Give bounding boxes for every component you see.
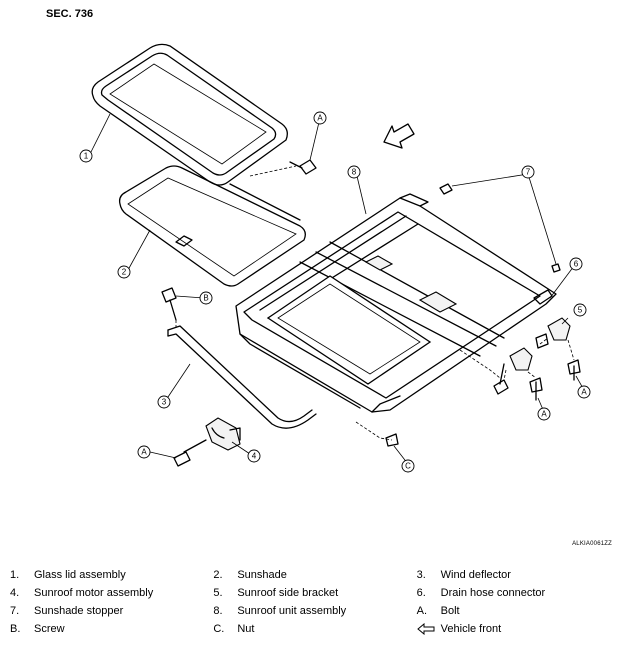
legend-item: 7. Sunshade stopper bbox=[10, 605, 213, 617]
legend-key: A. bbox=[416, 605, 428, 617]
svg-text:A: A bbox=[141, 448, 147, 457]
svg-text:2: 2 bbox=[122, 268, 127, 277]
svg-text:1: 1 bbox=[84, 152, 89, 161]
drain-hose-connector bbox=[533, 289, 553, 305]
legend-key: C. bbox=[213, 623, 225, 635]
legend-item: 8. Sunroof unit assembly bbox=[213, 605, 416, 617]
callout-c: C bbox=[401, 459, 415, 473]
callout-3: 3 bbox=[157, 395, 171, 409]
legend-row: B. Screw C. Nut Vehicle front bbox=[10, 620, 620, 638]
legend-desc: Sunshade bbox=[237, 569, 287, 581]
svg-text:A: A bbox=[317, 114, 323, 123]
arrow-left-icon bbox=[416, 623, 441, 635]
svg-text:4: 4 bbox=[252, 452, 257, 461]
svg-text:B: B bbox=[203, 294, 208, 303]
callout-5: 5 bbox=[573, 303, 587, 317]
legend-desc: Wind deflector bbox=[440, 569, 511, 581]
legend-key: 6. bbox=[416, 587, 426, 599]
legend-row: 1. Glass lid assembly 2. Sunshade 3. Wind d… bbox=[10, 566, 620, 584]
legend-key: 3. bbox=[416, 569, 426, 581]
legend-item: 4. Sunroof motor assembly bbox=[10, 587, 213, 599]
sunroof-unit-assembly bbox=[235, 193, 557, 441]
callout-8: 8 bbox=[347, 165, 361, 179]
fasteners bbox=[161, 159, 581, 447]
legend-desc: Sunroof side bracket bbox=[237, 587, 339, 599]
legend-key: 1. bbox=[10, 569, 20, 581]
legend-item: Vehicle front bbox=[416, 623, 620, 635]
legend-item: 6. Drain hose connector bbox=[417, 587, 620, 599]
svg-text:A: A bbox=[581, 388, 587, 397]
legend-desc: Bolt bbox=[440, 605, 460, 617]
exploded-view-diagram: 1 2 3 4 5 6 7 8 A A A A B C bbox=[79, 43, 591, 473]
legend-item: C. Nut bbox=[213, 623, 416, 635]
legend-item: B. Screw bbox=[10, 623, 213, 635]
legend-key: 7. bbox=[10, 605, 20, 617]
legend-key: 2. bbox=[213, 569, 223, 581]
legend-item: A. Bolt bbox=[417, 605, 620, 617]
callout-6: 6 bbox=[569, 257, 583, 271]
callout-2: 2 bbox=[117, 265, 131, 279]
svg-text:3: 3 bbox=[162, 398, 167, 407]
legend-desc: Sunroof motor assembly bbox=[34, 587, 154, 599]
callout-a-top: A bbox=[313, 111, 327, 125]
legend-item: 5. Sunroof side bracket bbox=[213, 587, 416, 599]
legend: 1. Glass lid assembly 2. Sunshade 3. Wind d… bbox=[10, 566, 620, 638]
legend-item: 2. Sunshade bbox=[213, 569, 416, 581]
assembly-lines bbox=[175, 165, 575, 381]
svg-text:7: 7 bbox=[526, 168, 531, 177]
legend-item: 1. Glass lid assembly bbox=[10, 569, 213, 581]
legend-desc: Vehicle front bbox=[440, 623, 502, 635]
legend-desc: Drain hose connector bbox=[440, 587, 546, 599]
callout-a-motor: A bbox=[137, 445, 151, 459]
legend-desc: Sunshade stopper bbox=[34, 605, 124, 617]
section-label: SEC. 736 bbox=[46, 8, 94, 20]
svg-text:6: 6 bbox=[574, 260, 579, 269]
svg-text:C: C bbox=[405, 462, 411, 471]
legend-key: 8. bbox=[213, 605, 223, 617]
legend-item: 3. Wind deflector bbox=[417, 569, 620, 581]
callout-7: 7 bbox=[521, 165, 535, 179]
legend-row: 4. Sunroof motor assembly 5. Sunroof side … bbox=[10, 584, 620, 602]
sunshade bbox=[118, 165, 306, 287]
sunroof-side-bracket bbox=[509, 317, 571, 371]
legend-key: 5. bbox=[213, 587, 223, 599]
callout-b: B bbox=[199, 291, 213, 305]
callout-1: 1 bbox=[79, 149, 93, 163]
glass-lid-assembly bbox=[91, 43, 288, 186]
legend-key: 4. bbox=[10, 587, 20, 599]
legend-key: B. bbox=[10, 623, 21, 635]
figure-code: ALKIA0061ZZ bbox=[572, 541, 612, 547]
legend-desc: Nut bbox=[237, 623, 255, 635]
callouts: 1 2 3 4 5 6 7 8 A A A A B C bbox=[79, 111, 591, 473]
sunroof-motor-assembly bbox=[173, 417, 241, 467]
svg-text:A: A bbox=[541, 410, 547, 419]
callout-a-mid: A bbox=[537, 407, 551, 421]
legend-desc: Screw bbox=[34, 623, 65, 635]
svg-text:8: 8 bbox=[352, 168, 357, 177]
sunshade-stopper bbox=[439, 183, 561, 273]
svg-text:5: 5 bbox=[578, 306, 583, 315]
callout-4: 4 bbox=[247, 449, 261, 463]
legend-desc: Sunroof unit assembly bbox=[237, 605, 347, 617]
wind-deflector bbox=[167, 325, 317, 429]
legend-row: 7. Sunshade stopper 8. Sunroof unit assemb… bbox=[10, 602, 620, 620]
callout-a-right: A bbox=[577, 385, 591, 399]
vehicle-front-arrow bbox=[383, 123, 415, 149]
legend-desc: Glass lid assembly bbox=[34, 569, 126, 581]
